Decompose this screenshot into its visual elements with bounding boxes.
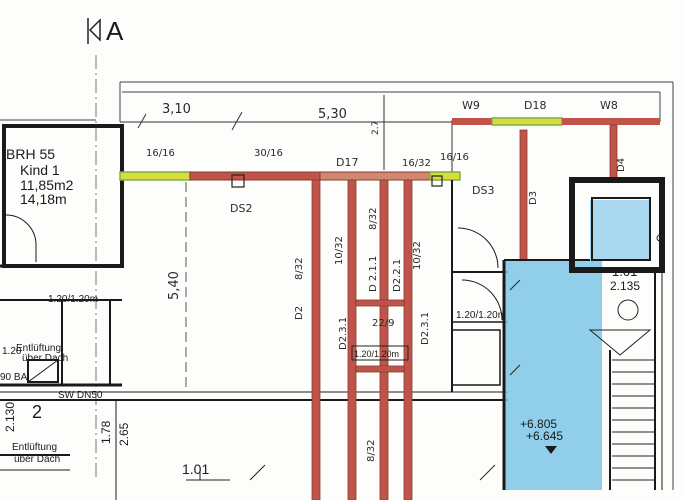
lbl-d211: D 2.1.1: [368, 256, 379, 292]
section-marker: A: [87, 16, 124, 480]
room-area-2: 14,18m: [20, 191, 67, 207]
lbl-ds3: DS3: [472, 184, 494, 197]
level-2: +6.645: [526, 429, 563, 443]
lbl-d4: D4: [616, 158, 627, 172]
window-left-label: 1.20/1.20m: [48, 294, 98, 305]
shaft-val-2: 2.135: [610, 279, 640, 293]
lbl-1632: 16/32: [402, 158, 431, 169]
top-dimension: [120, 95, 453, 175]
vertical-beams: [311, 124, 618, 500]
room-area-1: 11,85m2: [20, 177, 74, 193]
shaft-blue: [590, 200, 650, 260]
lbl-832-b: 8/32: [368, 208, 379, 230]
bottom-marks: [186, 464, 496, 481]
lbl-832-c: 8/32: [366, 440, 377, 462]
lbl-w8: W8: [600, 99, 618, 112]
dim-top-mid: 5,30: [318, 107, 347, 122]
lbl-3016: 30/16: [254, 148, 283, 159]
dim-178: 1.78: [99, 420, 113, 444]
lbl-d17: D17: [336, 156, 358, 169]
stair-area-blue: [504, 260, 602, 490]
window-mid-label: 1.20/1.20m: [354, 349, 399, 359]
note-90: 90 BA: [0, 372, 28, 383]
lbl-d231b: D2.3.1: [420, 312, 431, 345]
note-entl-1a: Entlüftung: [16, 343, 61, 354]
lbl-w9: W9: [462, 99, 480, 112]
stair-treads: [612, 359, 655, 481]
top-right-beam: [452, 117, 660, 126]
lbl-229: 22/9: [372, 318, 394, 329]
lbl-d18: D18: [524, 99, 546, 112]
shaft-marker: [656, 234, 664, 242]
top-beam: [119, 171, 461, 181]
dim-top-left: 3,10: [162, 102, 191, 117]
lbl-d231: D2.3.1: [338, 317, 349, 350]
level-marker: [545, 446, 557, 454]
room-name: Kind 1: [20, 162, 60, 178]
note-entl-1b: über Dach: [22, 353, 68, 364]
lbl-d221: D2.2.1: [392, 259, 403, 292]
dim-2130: 2.130: [3, 402, 17, 432]
section-label: A: [106, 16, 124, 46]
left-walls: [0, 124, 508, 500]
drain-circle: [617, 299, 639, 321]
note-2: 2: [32, 402, 42, 422]
stair-walls: [502, 177, 665, 490]
dim-540: 5,40: [167, 271, 182, 300]
shaft-val-1: 1.01: [612, 264, 637, 279]
lbl-832-a: 8/32: [294, 258, 305, 280]
level-1: +6.805: [520, 417, 557, 431]
note-sw: SW DN50: [58, 390, 103, 401]
outer-outline: [0, 81, 674, 490]
lbl-d3: D3: [528, 191, 539, 205]
window-mid: [351, 345, 409, 361]
post-ds2: [231, 174, 245, 188]
lbl-1032-b: 10/32: [412, 241, 423, 270]
post-ds3: [431, 175, 443, 187]
stair-landing: [588, 329, 652, 356]
note-entl-2b: über Dach: [14, 454, 60, 465]
lbl-ds2: DS2: [230, 202, 252, 215]
bottom-101: 1.01: [182, 461, 209, 477]
lbl-1616-right: 16/16: [440, 152, 469, 163]
dim-top-small: 2.7: [371, 121, 381, 135]
vent-box: [27, 359, 59, 383]
lbl-d2: D2: [294, 306, 305, 320]
window-right-label: 1.20/1.20m: [456, 310, 506, 321]
note-entl-2a: Entlüftung: [12, 442, 57, 453]
note-120: 1.20: [2, 346, 22, 357]
room-brh: BRH 55: [6, 146, 55, 162]
lbl-1616-left: 16/16: [146, 148, 175, 159]
dim-265: 2.65: [117, 422, 131, 446]
lbl-1032-a: 10/32: [334, 236, 345, 265]
right-walls: [451, 180, 508, 392]
